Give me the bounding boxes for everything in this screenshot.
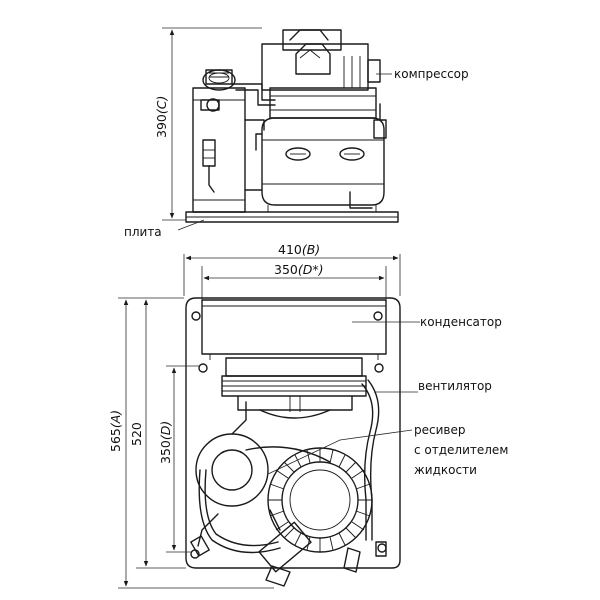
dim-410-b: 410(B) [278, 242, 320, 257]
label-compressor: компрессор [394, 67, 469, 81]
label-receiver-1: ресивер [414, 423, 465, 437]
dim-520: 520 [129, 422, 144, 446]
dim-350-d: 350(D) [158, 421, 173, 464]
label-receiver-2: с отделителем [414, 443, 508, 457]
top-view: 410(B) 350(D*) [108, 242, 508, 589]
dim-565-a: 565(A) [108, 410, 123, 452]
filter-drier [258, 509, 312, 587]
receiver-cylinder-side [192, 69, 246, 213]
fan [221, 357, 367, 419]
dim-390-c: 390(C) [154, 96, 169, 138]
compressor-top [267, 447, 373, 553]
label-receiver-3: жидкости [414, 463, 477, 477]
label-plate: плита [124, 225, 162, 239]
label-condenser: конденсатор [420, 315, 502, 329]
dim-350-d-star: 350(D*) [274, 262, 324, 277]
receiver-top [195, 401, 269, 507]
base-frame [185, 297, 401, 569]
valve-bottom-left [190, 513, 219, 557]
compressor-body [255, 29, 387, 212]
valve-bottom-right [343, 541, 387, 573]
condenser [201, 299, 387, 360]
label-fan: вентилятор [418, 379, 492, 393]
side-view: компрессор плита 390(C) [124, 27, 469, 239]
